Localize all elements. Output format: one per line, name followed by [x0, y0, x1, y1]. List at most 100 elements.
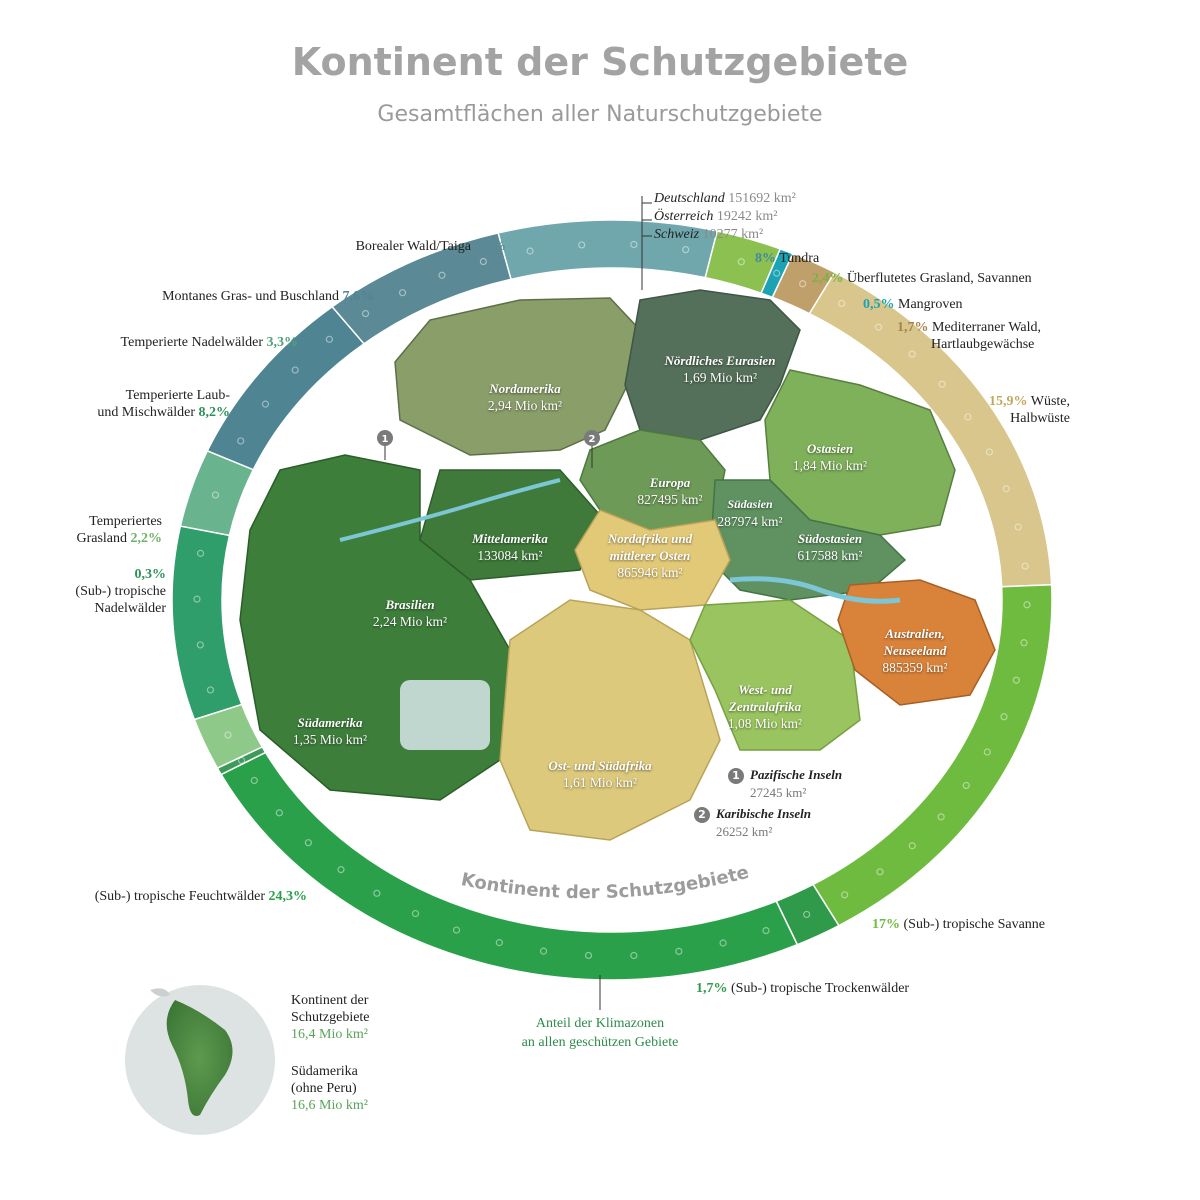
ring-pattern-mark [938, 380, 946, 388]
page-title: Kontinent der Schutzgebiete [291, 40, 909, 84]
country-de: Deutschland 151692 km² [654, 191, 796, 206]
ring-segment-13 [206, 305, 366, 471]
globe-legend [125, 985, 275, 1135]
ring-pattern-mark [799, 280, 807, 288]
label-ueberflutet: 2,4% Überflutetes Grasland, Savannen [812, 271, 1032, 286]
page-subtitle: Gesamtflächen aller Naturschutzgebiete [377, 102, 823, 127]
label-trop-nadel: 0,3% (Sub-) tropische Nadelwälder [75, 567, 166, 616]
region-ostasien-shape [764, 369, 956, 536]
region-ostafrika-shape [499, 599, 721, 841]
ring-pattern-mark [206, 686, 215, 694]
ring-segment-11 [171, 525, 243, 721]
region-australien-shape [837, 579, 996, 706]
ring-pattern-mark [908, 842, 916, 850]
label-mangroven: 0,5% Mangroven [863, 297, 963, 312]
ring-pattern-mark [291, 366, 299, 374]
ring-caption: Kontinent der Schutzgebiete [459, 862, 751, 903]
label-medit: 1,7% Mediterraner Wald, Hartlaubgewächse [897, 320, 1042, 352]
anteil-caption: Anteil der Klimazonen an allen geschütze… [521, 1016, 679, 1050]
label-boreal: Borealer Wald/Taiga 6,8% [355, 239, 506, 254]
label-savanne: 17% (Sub-) tropische Savanne [872, 917, 1046, 932]
region-westafrika-shape [689, 599, 861, 751]
svg-text:1: 1 [382, 434, 389, 445]
ring-pattern-mark [526, 247, 534, 255]
ring-pattern-mark [675, 947, 683, 955]
ring-pattern-mark [908, 350, 916, 358]
ring-pattern-mark [193, 595, 201, 603]
ring-pattern-mark [1014, 523, 1022, 531]
label-temp-nadel: Temperierte Nadelwälder 3,3% [120, 335, 298, 350]
ring-pattern-mark [962, 781, 970, 790]
ring-pattern-mark [196, 641, 204, 649]
ring-pattern-mark [1023, 601, 1031, 609]
legend-kontinent: Kontinent der Schutzgebiete 16,4 Mio km² [291, 993, 370, 1042]
ring-pattern-mark [838, 299, 846, 308]
ring-pattern-mark [211, 491, 220, 499]
ring-pattern-mark [398, 289, 407, 297]
ring-pattern-mark [411, 909, 420, 918]
ring-pattern-mark [983, 748, 991, 756]
ring-pattern-mark [1000, 713, 1008, 721]
label-trocken: 1,7% (Sub-) tropische Trockenwälder [696, 981, 910, 996]
ring-pattern-mark [1012, 676, 1020, 684]
ring-pattern-mark [985, 448, 994, 456]
ring-pattern-mark [539, 947, 548, 955]
ring-pattern-mark [196, 549, 205, 557]
ring-pattern-mark [682, 246, 690, 254]
ring-pattern-mark [719, 939, 727, 947]
ring-pattern-mark [452, 926, 461, 934]
ring-pattern-mark [1002, 485, 1010, 493]
ring-pattern-mark [337, 866, 345, 874]
ring-pattern-mark [841, 891, 849, 899]
ring-pattern-mark [762, 926, 770, 935]
ring-pattern-mark [1021, 562, 1029, 570]
svg-text:2: 2 [589, 434, 596, 445]
ring-pattern-mark [373, 889, 381, 897]
country-ch: Schweiz 10277 km² [654, 227, 764, 242]
ring-pattern-mark [1020, 639, 1028, 647]
ring-pattern-mark [275, 809, 283, 817]
leader-lines [384, 196, 652, 1010]
continent-map [239, 289, 996, 841]
ring-pattern-mark [630, 240, 638, 249]
ring-pattern-mark [438, 271, 446, 279]
label-temp-gras: Temperiertes Grasland 2,2% [76, 514, 162, 546]
ring-pattern-mark [237, 756, 246, 765]
ring-pattern-mark [803, 910, 811, 919]
label-montan: Montanes Gras- und Buschland 7,6% [162, 289, 374, 304]
climate-zone-ring [171, 219, 1053, 981]
ring-pattern-mark [874, 323, 883, 331]
ring-pattern-mark [937, 813, 945, 821]
ring-pattern-mark [737, 258, 745, 266]
ring-pattern-mark [479, 257, 487, 266]
ring-pattern-mark [237, 437, 245, 445]
island-markers: 1 2 [377, 430, 600, 446]
ring-pattern-mark [304, 839, 312, 847]
region-suedostasien-shape [709, 479, 907, 601]
ring-pattern-mark [250, 776, 258, 785]
label-tundra: 8% Tundra [755, 251, 820, 266]
ring-pattern-mark [261, 400, 270, 408]
ring-pattern-mark [584, 951, 593, 960]
country-list: Deutschland 151692 km² Österreich 19242 … [654, 190, 796, 244]
ring-pattern-mark [325, 335, 333, 343]
ring-pattern-mark [876, 868, 884, 876]
label-wueste: 15,9% Wüste, Halbwüste [988, 394, 1070, 426]
label-feucht: (Sub-) tropische Feuchtwälder 24,3% [94, 889, 307, 904]
ring-pattern-mark [361, 309, 370, 318]
ring-pattern-mark [495, 939, 503, 947]
ring-pattern-mark [578, 241, 586, 249]
label-temp-laub: Temperierte Laub- und Mischwälder 8,2% [97, 388, 230, 420]
